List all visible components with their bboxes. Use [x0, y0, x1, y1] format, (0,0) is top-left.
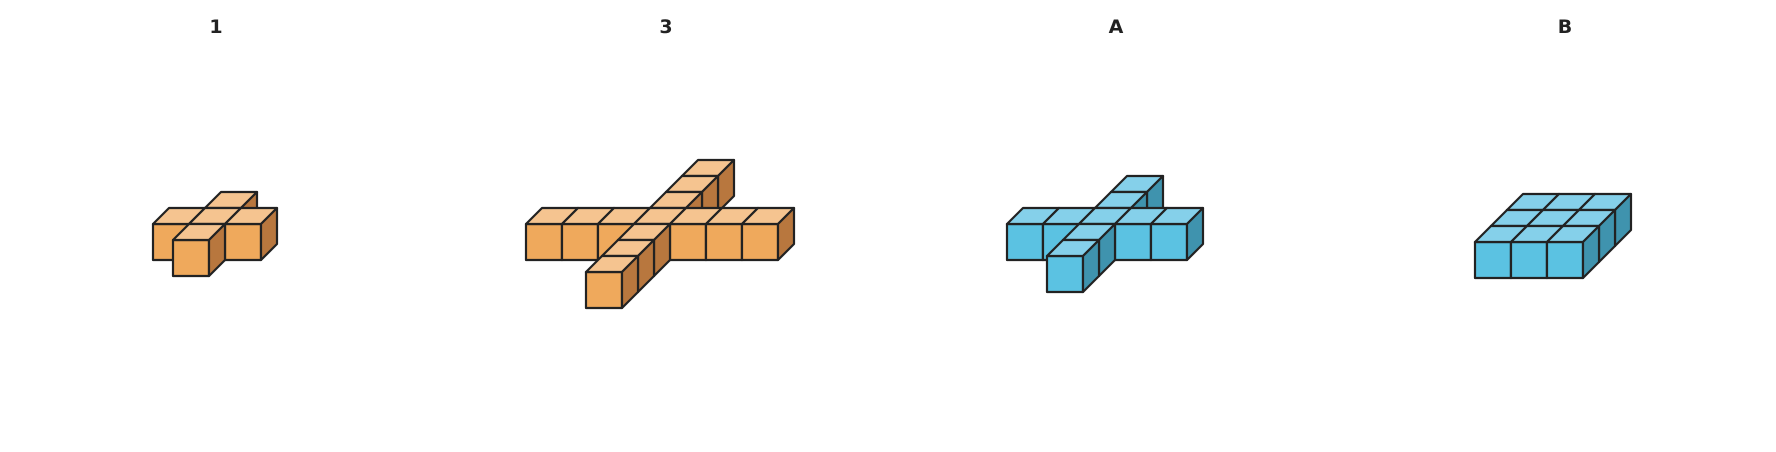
panel-a: A: [1005, 16, 1205, 294]
cube: [584, 254, 640, 310]
cube: [740, 206, 796, 262]
panel-label-a: A: [1109, 16, 1124, 38]
cube: [223, 206, 279, 262]
cube-side-face: [207, 222, 227, 278]
cube-side-face: [1581, 224, 1601, 280]
cube: [1045, 238, 1101, 294]
cube-front-face: [1045, 254, 1085, 294]
cube-front-face: [668, 222, 708, 262]
cube-side-face: [1185, 206, 1205, 262]
cube-side-face: [620, 254, 640, 310]
cube-side-face: [259, 206, 279, 262]
cube-front-face: [1113, 222, 1153, 262]
cube-assembly-3: [524, 158, 796, 310]
cube-front-face: [704, 222, 744, 262]
cube-front-face: [223, 222, 263, 262]
cube-front-face: [1509, 240, 1549, 280]
cube-assembly-b: [1473, 192, 1633, 280]
cube: [171, 222, 227, 278]
cube-side-face: [776, 206, 796, 262]
cube-assembly-1: [151, 190, 279, 278]
cube-front-face: [1473, 240, 1513, 280]
cube-assembly-a: [1005, 174, 1205, 294]
panel-label-1: 1: [209, 16, 222, 38]
cube-front-face: [1005, 222, 1045, 262]
cube-front-face: [560, 222, 600, 262]
panel-label-3: 3: [659, 16, 672, 38]
panel-1: 1: [151, 16, 279, 278]
cube-front-face: [740, 222, 780, 262]
cube-front-face: [1545, 240, 1585, 280]
panel-b: B: [1473, 16, 1633, 280]
cube-front-face: [524, 222, 564, 262]
cube: [1149, 206, 1205, 262]
cube-side-face: [1081, 238, 1101, 294]
panel-3: 3: [524, 16, 796, 310]
cube-front-face: [584, 270, 624, 310]
cube-front-face: [1149, 222, 1189, 262]
cube: [1545, 224, 1601, 280]
cube-front-face: [171, 238, 211, 278]
panel-label-b: B: [1558, 16, 1572, 38]
